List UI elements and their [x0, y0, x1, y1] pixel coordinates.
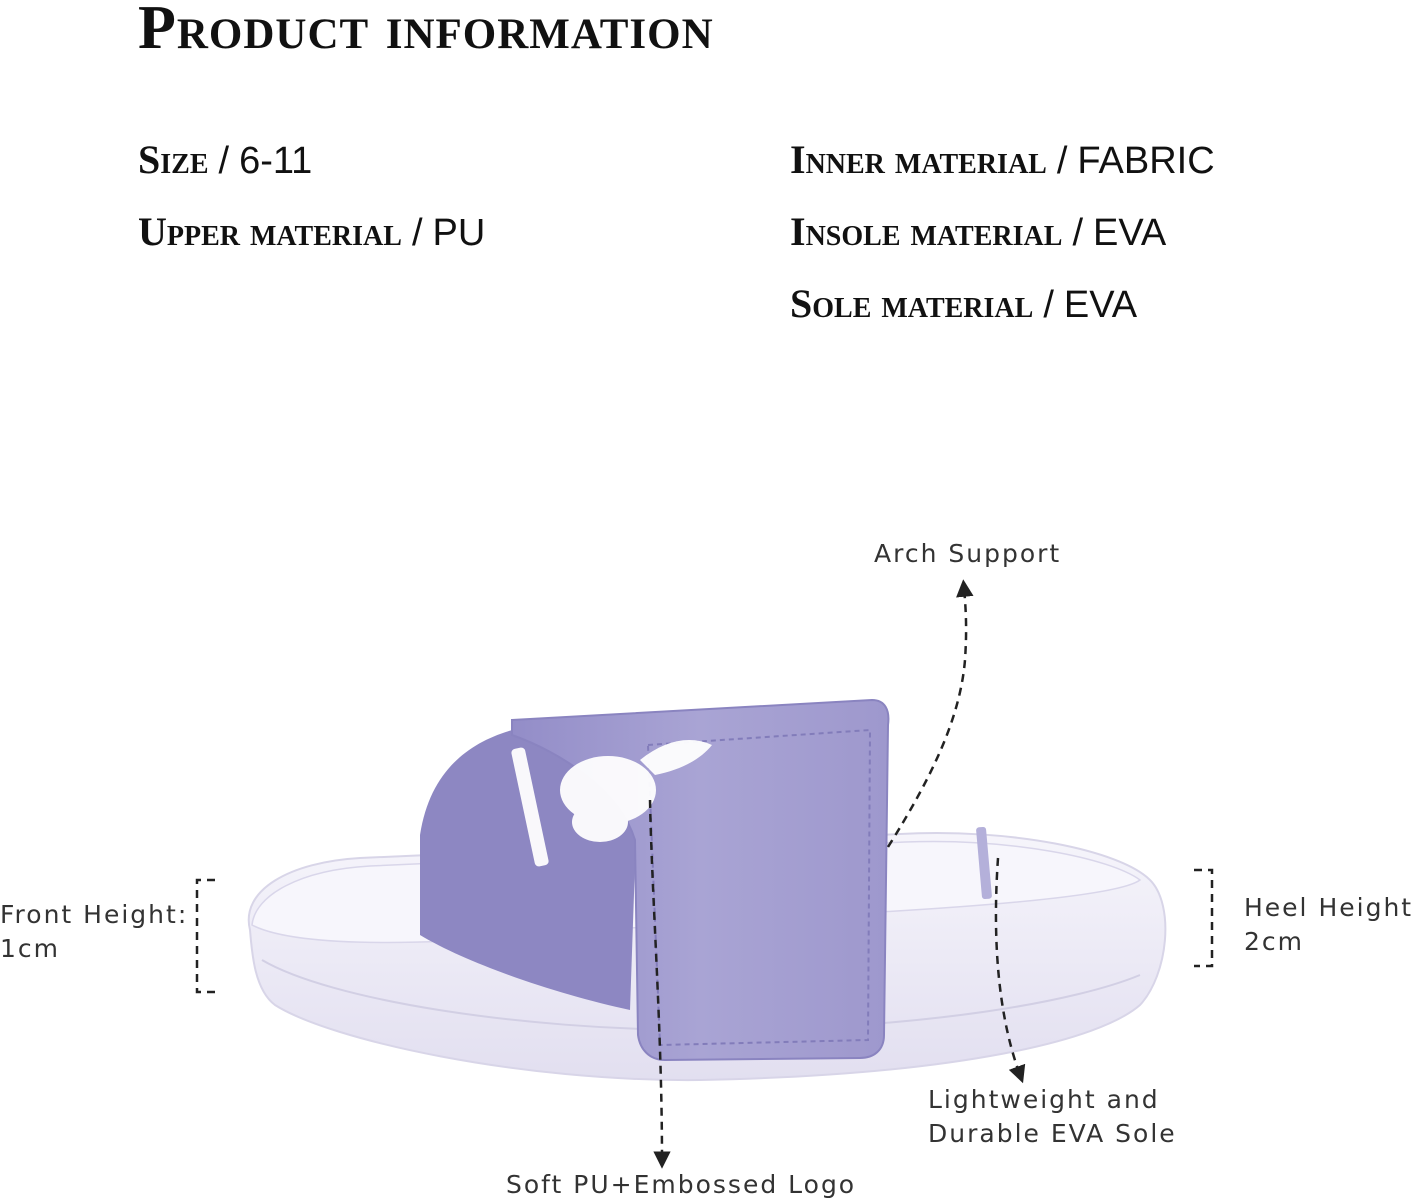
callout-front-height-line1: Front Height: [0, 900, 189, 929]
callout-eva-sole-line1: Lightweight and [928, 1085, 1160, 1114]
spec-upper-label: Upper material [138, 209, 402, 254]
callout-eva-sole: Lightweight and Durable EVA Sole [928, 1083, 1177, 1151]
spec-upper-material: Upper material/PU [138, 210, 485, 255]
spec-insole-value: EVA [1093, 212, 1167, 254]
embossed-logo [511, 740, 712, 867]
footbed-brand-mark [976, 826, 992, 900]
callout-heel-height: Heel Height: 2cm [1244, 891, 1412, 959]
spec-inner-material: Inner material/FABRIC [790, 138, 1215, 183]
front-height-bracket [195, 878, 215, 994]
spec-sole-label: Sole material [790, 281, 1034, 326]
spec-separator: / [1072, 212, 1083, 254]
spec-insole-material: Insole material/EVA [790, 210, 1166, 255]
callout-arch-support: Arch Support [874, 539, 1062, 568]
spec-size-value: 6-11 [239, 140, 313, 182]
upper-arrow [648, 799, 671, 1169]
callout-front-height-line2: 1cm [0, 934, 61, 963]
spec-upper-value: PU [432, 212, 486, 254]
spec-separator: / [1043, 284, 1054, 326]
spec-size-label: Size [138, 137, 209, 182]
spec-insole-label: Insole material [790, 209, 1063, 254]
callout-upper: Soft PU+Embossed Logo [506, 1170, 857, 1199]
callout-front-height: Front Height: 1cm [0, 898, 188, 966]
spec-sole-value: EVA [1063, 284, 1138, 326]
spec-sole-material: Sole material/EVA [790, 282, 1137, 327]
callout-heel-height-line2: 2cm [1244, 927, 1305, 956]
spec-separator: / [411, 212, 423, 254]
heel-height-bracket [1194, 868, 1214, 968]
spec-inner-label: Inner material [790, 137, 1047, 182]
spec-separator: / [1056, 140, 1068, 182]
callout-eva-sole-line2: Durable EVA Sole [928, 1119, 1177, 1148]
page-title: Product information [138, 0, 714, 62]
callout-heel-height-line1: Heel Height: [1244, 893, 1412, 922]
spec-separator: / [218, 140, 230, 182]
spec-size: Size/6-11 [138, 138, 312, 183]
spec-inner-value: FABRIC [1077, 140, 1215, 182]
arch-support-arrow [886, 579, 974, 848]
